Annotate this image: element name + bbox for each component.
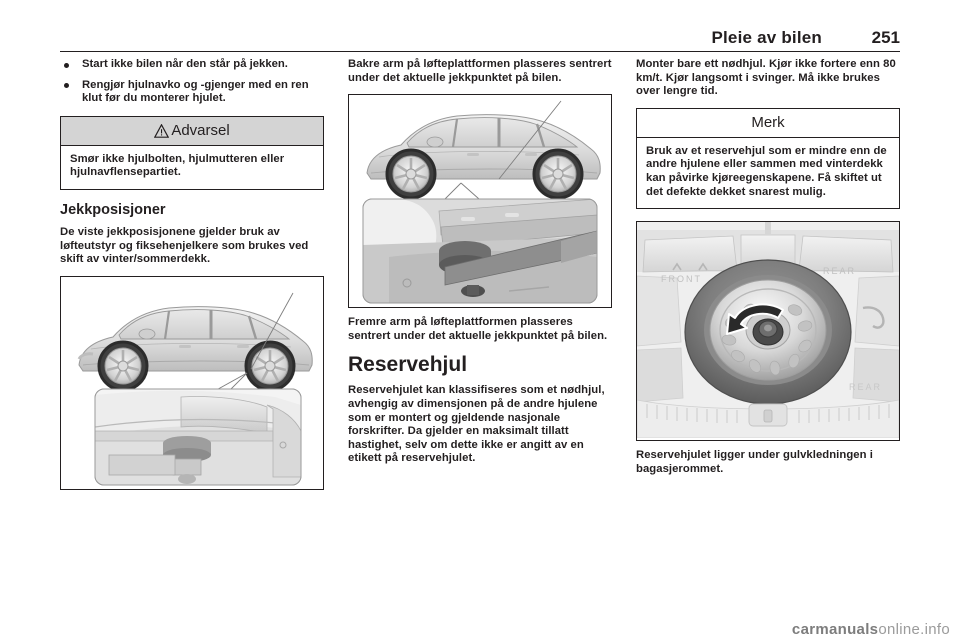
jack-point-detail-panel: [94, 388, 302, 486]
watermark-prefix: carmanuals: [791, 621, 879, 638]
warning-box-text: Smør ikke hjulbolten, hjulmutteren eller…: [70, 152, 285, 179]
note-box-header: Merk: [637, 108, 899, 138]
note-box-body: Bruk av et reservehjul som er mindre enn…: [637, 138, 899, 208]
warning-box-body: Smør ikke hjulbolten, hjulmutteren eller…: [61, 146, 323, 189]
paragraph-jekkposisjoner: De viste jekkposisjonene gjelder bruk av…: [60, 225, 309, 266]
boot-lip: [637, 399, 899, 439]
rotation-arrow-icon: [726, 303, 784, 336]
warning-box: Advarsel Smør ikke hjulbolten, hjulmutte…: [60, 115, 324, 190]
boot-trim: FRONT REAR REAR: [637, 222, 899, 403]
watermark-suffix: online.info: [878, 621, 950, 638]
front-wheel: [97, 340, 149, 392]
spare-wheel: [684, 259, 852, 405]
svg-text:REAR: REAR: [849, 382, 882, 392]
figure-spare-wheel-boot: FRONT REAR REAR: [636, 221, 900, 442]
page-number: 251: [871, 28, 900, 47]
paragraph-reservehjul: Reservehjulet kan klassifiseres som et n…: [348, 384, 605, 465]
list-item: Start ikke bilen når den står på jekken.: [60, 58, 324, 72]
page-header: Pleie av bilen 251: [60, 22, 900, 52]
column-3: Monter bare ett nødhjul. Kjør ikke forte…: [636, 58, 900, 603]
callout-leader-lines: [444, 100, 562, 200]
paragraph-rear-lift-arm: Bakre arm på løfteplattformen plasseres …: [348, 58, 612, 84]
section-heading-jekkposisjoner: Jekkposisjoner: [60, 201, 166, 218]
note-box-title: Merk: [751, 113, 785, 131]
spare-wheel-illustration: FRONT REAR REAR: [637, 222, 899, 439]
figure-car-lift-arm: [348, 94, 612, 309]
note-box: Merk Bruk av et reservehjul som er mindr…: [636, 107, 900, 210]
column-gap: [324, 58, 348, 603]
bullet-list: Start ikke bilen når den står på jekken.…: [60, 58, 324, 106]
column-gap: [612, 58, 636, 603]
column-2: Bakre arm på løfteplattformen plasseres …: [348, 58, 612, 603]
paragraph-spare-wheel-usage: Monter bare ett nødhjul. Kjør ikke forte…: [636, 58, 896, 98]
page-title: Pleie av bilen: [711, 28, 822, 47]
bullet-dot-icon: [64, 83, 69, 89]
figure-car-jack-point: [60, 275, 324, 490]
bullet-dot-icon: [64, 62, 69, 68]
rear-wheel: [532, 148, 584, 200]
warning-triangle-icon: [154, 124, 170, 139]
section-heading-reservehjul: Reservehjul: [348, 353, 468, 377]
svg-text:FRONT: FRONT: [661, 274, 702, 284]
header-divider: [60, 51, 900, 52]
warning-box-header: Advarsel: [61, 116, 323, 146]
column-1: Start ikke bilen når den står på jekken.…: [60, 58, 324, 603]
paragraph-spare-wheel-location: Reservehjulet ligger under gulvkledninge…: [636, 449, 873, 475]
page-footer: carmanualsonline.info: [0, 604, 960, 642]
lift-arm-detail-panel: [362, 198, 598, 304]
warning-box-title: Advarsel: [171, 121, 230, 139]
list-item-label: Start ikke bilen når den står på jekken.: [82, 58, 288, 70]
list-item-label: Rengjør hjulnavko og -gjenger med en ren…: [82, 78, 309, 105]
svg-text:REAR: REAR: [823, 266, 856, 276]
content-columns: Start ikke bilen når den står på jekken.…: [60, 58, 900, 603]
list-item: Rengjør hjulnavko og -gjenger med en ren…: [60, 79, 324, 106]
paragraph-front-lift-arm: Fremre arm på løfteplattformen plasseres…: [348, 316, 608, 342]
watermark-brand: carmanualsonline.info: [792, 621, 950, 638]
car-side-view-illustration: [77, 292, 313, 486]
front-wheel: [385, 148, 437, 200]
note-box-text: Bruk av et reservehjul som er mindre enn…: [646, 144, 887, 198]
car-side-view-illustration-2: [362, 100, 601, 304]
